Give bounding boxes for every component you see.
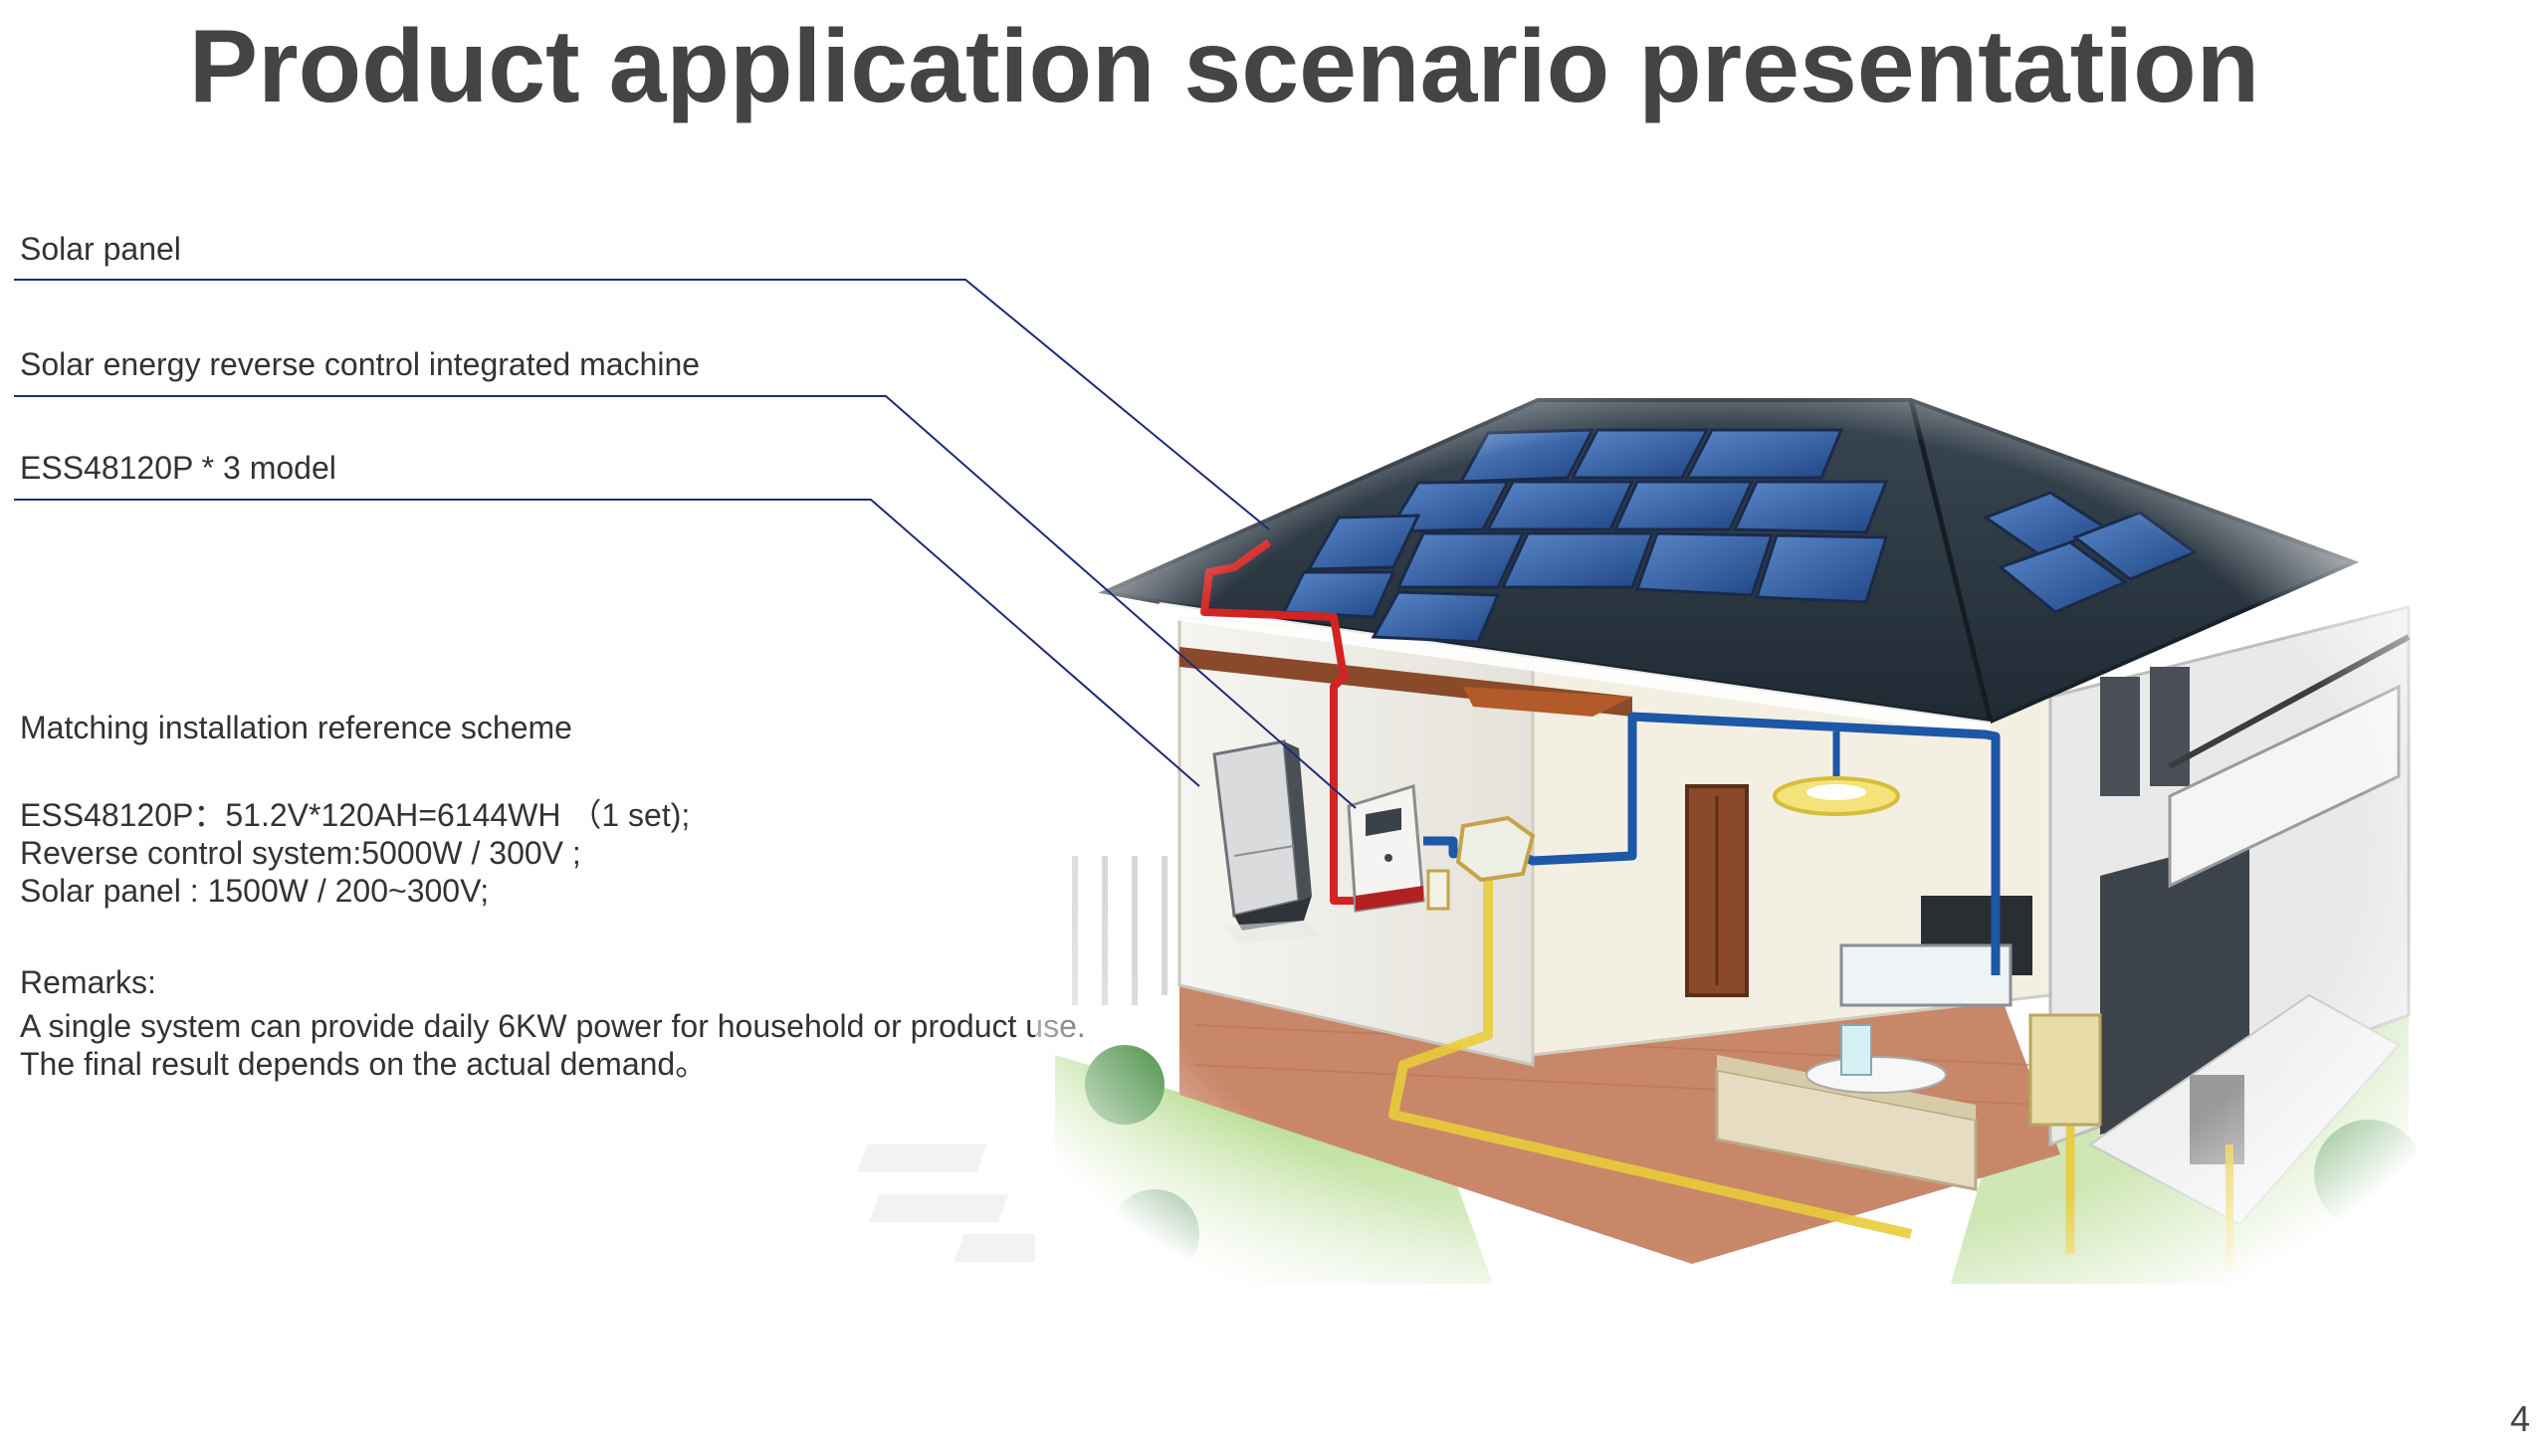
callout-line-battery [14,500,1199,786]
page-number: 4 [2510,1398,2530,1440]
